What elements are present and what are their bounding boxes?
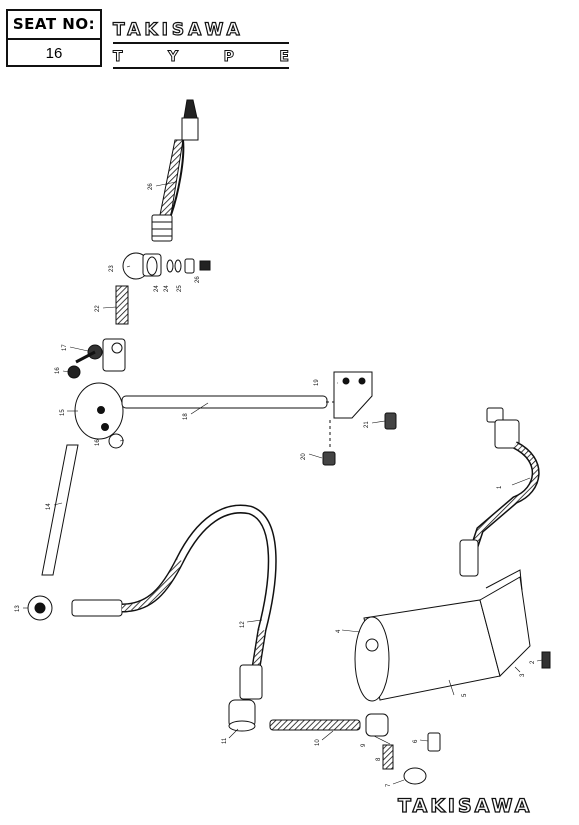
part-14-pipe: [41, 444, 79, 576]
label-12: 12: [240, 621, 246, 628]
part-23-elbow: [122, 252, 162, 280]
label-6: 6: [413, 739, 419, 743]
label-7: 7: [386, 783, 392, 787]
label-16a: 16: [55, 367, 61, 374]
part-24-washers: [166, 259, 182, 273]
part-2-bolt: [541, 651, 551, 669]
part-18-rod: [121, 395, 328, 409]
label-21: 21: [364, 421, 370, 428]
part-15-block: [74, 382, 124, 449]
part-4-pump-motor: [354, 569, 531, 702]
seat-number: 16: [45, 45, 63, 62]
type-underline: [113, 67, 289, 69]
part-11-elbow: [228, 699, 256, 732]
label-11: 11: [222, 737, 228, 744]
part-6-adapter: [427, 732, 441, 752]
label-5: 5: [462, 693, 468, 697]
part-labels: 26 23 24 24 25 26 22 17 16 15 16 18 19 2…: [15, 183, 536, 787]
label-25: 25: [177, 285, 183, 292]
label-13: 13: [15, 605, 21, 612]
label-16b: 16: [95, 439, 101, 446]
type-label: T Y P E: [113, 49, 290, 66]
type-letter-t: T: [113, 49, 124, 66]
part-7-banjo: [403, 767, 427, 785]
type-letter-p: P: [223, 49, 234, 66]
label-23: 23: [109, 265, 115, 272]
part-22-nipple: [115, 285, 129, 325]
callout-labels: [23, 181, 543, 785]
part-12-hose: [71, 504, 277, 700]
label-1: 1: [497, 485, 503, 489]
label-17: 17: [62, 344, 68, 351]
label-26: 26: [195, 276, 201, 283]
type-letter-y: Y: [168, 49, 179, 66]
seat-label: SEAT NO:: [8, 11, 100, 40]
label-22: 22: [95, 305, 101, 312]
part-1-hose: [459, 407, 540, 577]
label-20: 20: [301, 453, 307, 460]
footer-brand: TAKISAWA: [397, 794, 533, 817]
brand-underline: [113, 42, 289, 44]
label-10: 10: [315, 739, 321, 746]
label-15: 15: [60, 409, 66, 416]
part-20-screw: [322, 451, 336, 466]
part-26-plug: [199, 260, 211, 271]
part-9-elbow: [365, 713, 389, 737]
label-8: 8: [376, 757, 382, 761]
part-25-nut: [184, 258, 195, 274]
label-2: 2: [530, 660, 536, 664]
label-18: 18: [183, 413, 189, 420]
label-14: 14: [46, 503, 52, 510]
seat-number-box: SEAT NO: 16: [6, 9, 102, 67]
label-24a: 24: [154, 285, 160, 292]
part-8-nipple: [382, 744, 394, 770]
type-letter-e: E: [279, 49, 290, 66]
part-13-elbow: [27, 595, 53, 621]
part-17-valve: [67, 338, 126, 379]
part-19-bracket: [333, 371, 373, 419]
label-27: 26: [148, 183, 154, 190]
label-4: 4: [336, 629, 342, 633]
label-24b: 24: [164, 285, 170, 292]
part-10-pipe: [269, 719, 361, 731]
label-9: 9: [361, 743, 367, 747]
part-21-screw: [384, 412, 397, 430]
part-27-nozzle-hose: [151, 99, 199, 242]
label-3: 3: [520, 673, 526, 677]
brand-title: TAKISAWA: [112, 19, 244, 40]
label-19: 19: [314, 379, 320, 386]
